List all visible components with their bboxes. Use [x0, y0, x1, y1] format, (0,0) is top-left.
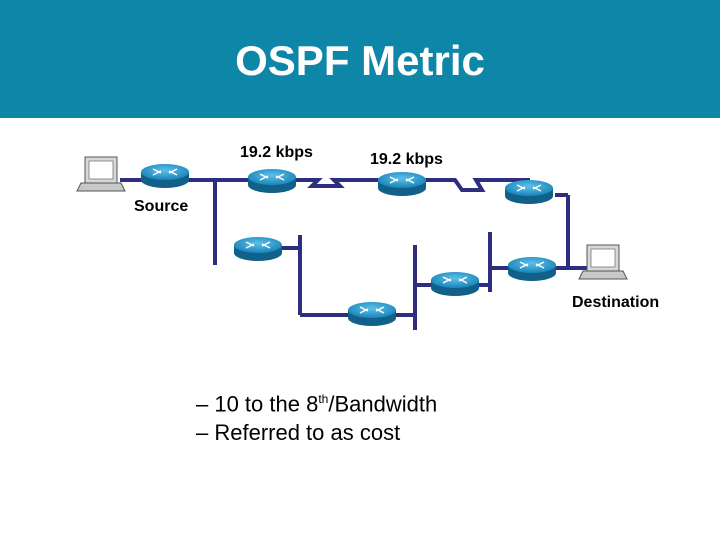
- bullet-item: – Referred to as cost: [196, 420, 401, 446]
- router-icon: [247, 168, 297, 194]
- title-banner: [0, 0, 720, 118]
- bullet-list: – 10 to the 8th/Bandwidth – Referred to …: [196, 385, 437, 447]
- link-speed-label-1: 19.2 kbps: [240, 144, 313, 161]
- router-icon: [377, 171, 427, 197]
- serial-link-1: [295, 178, 400, 188]
- router-icon: [233, 236, 283, 262]
- network-diagram: [76, 156, 628, 330]
- bullet-item: – 10 to the 8th/Bandwidth: [196, 391, 438, 417]
- destination-label: Destination: [572, 294, 660, 311]
- source-label: Source: [134, 198, 189, 215]
- source-computer-icon: [76, 156, 126, 192]
- router-icon: [430, 271, 480, 297]
- router-icon: [507, 256, 557, 282]
- router-icon: [140, 163, 190, 189]
- destination-computer-icon: [578, 244, 628, 280]
- link-speed-label-2: 19.2 kbps: [370, 151, 443, 168]
- router-icon: [504, 179, 554, 205]
- slide-title: OSPF Metric: [235, 37, 485, 84]
- router-icon: [347, 301, 397, 327]
- serial-link-2: [425, 178, 530, 192]
